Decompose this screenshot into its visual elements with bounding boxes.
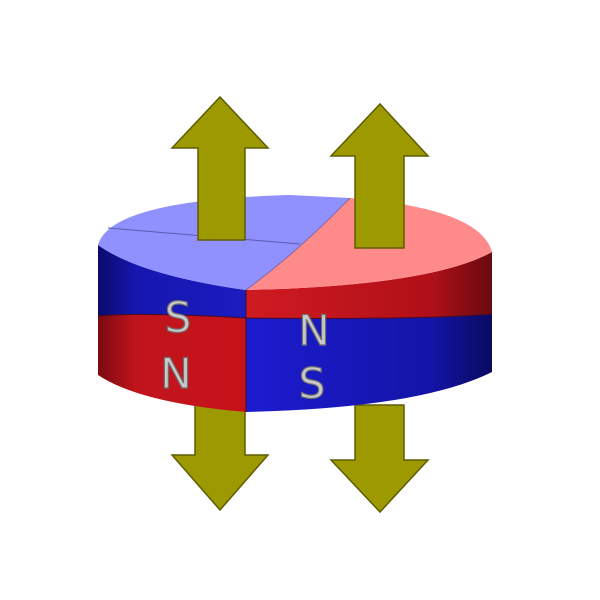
pole-label-top-left: S [165, 293, 192, 342]
upper-band-right [246, 252, 492, 319]
pole-label-bottom-left: N [160, 349, 191, 398]
bottom-right-arrow [329, 404, 430, 514]
pole-label-top-right: N [298, 306, 329, 355]
top-right-arrow [329, 102, 430, 249]
bottom-left-arrow [170, 404, 270, 512]
top-face-divider [245, 197, 351, 291]
top-left-arrow [170, 95, 270, 241]
upper-band-left [98, 245, 246, 318]
top-face-blue [98, 195, 350, 290]
pole-label-bottom-right: S [299, 359, 326, 408]
lower-band-left [98, 314, 246, 412]
magnet-seam [97, 313, 493, 319]
lower-band-right [246, 314, 492, 412]
